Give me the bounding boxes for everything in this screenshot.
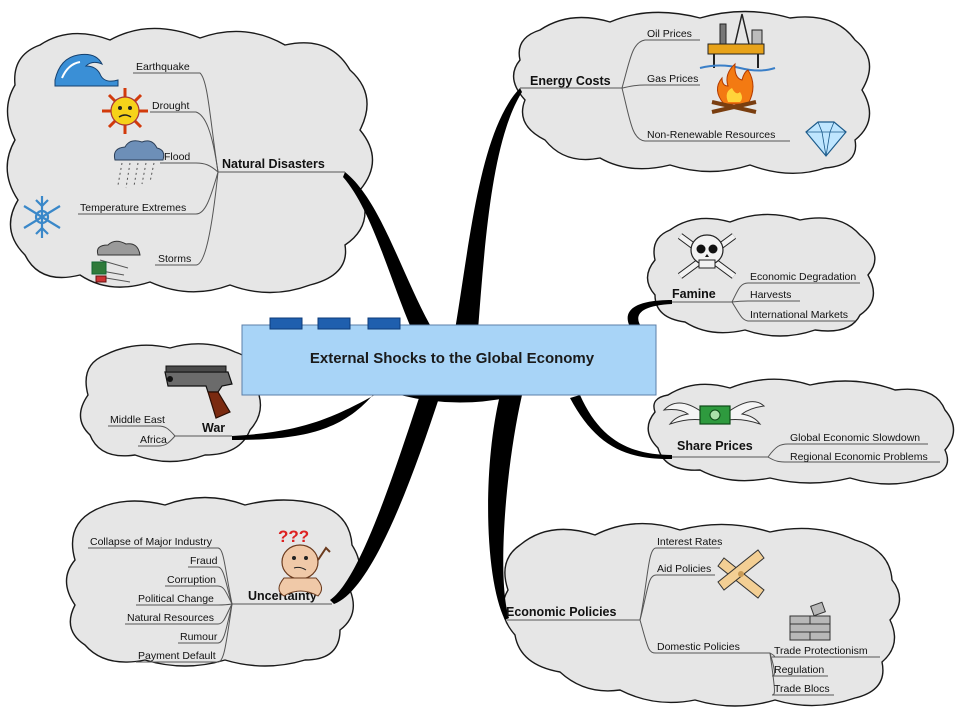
branch-label-war: War — [202, 421, 225, 435]
leaf-collapse-of-major-industry: Collapse of Major Industry — [90, 536, 213, 548]
leaf-trade-blocs: Trade Blocs — [774, 683, 830, 695]
trunk-share-prices — [570, 395, 672, 460]
branch-energy-costs[interactable]: Energy Costs Oil Prices Gas Prices Non-R… — [520, 13, 847, 157]
leaf-earthquake: Earthquake — [136, 61, 190, 73]
diamond-icon — [805, 121, 847, 157]
branch-label-natural-disasters: Natural Disasters — [222, 157, 325, 171]
trunk-natural-disasters — [343, 172, 430, 330]
central-tab-2 — [317, 317, 351, 330]
leaf-regulation: Regulation — [774, 664, 824, 676]
central-tab-1 — [269, 317, 303, 330]
central-title: External Shocks to the Global Economy — [310, 350, 595, 367]
branch-label-economic-policies: Economic Policies — [506, 605, 617, 619]
branch-war[interactable]: War Middle East Africa — [108, 365, 233, 447]
leaf-aid-policies: Aid Policies — [657, 563, 711, 575]
branch-natural-disasters[interactable]: Natural Disasters Earthquake Drought Flo… — [23, 53, 345, 283]
leaf-drought: Drought — [152, 100, 189, 112]
leaf-global-economic-slowdown: Global Economic Slowdown — [790, 432, 920, 444]
cloud-war — [79, 343, 262, 463]
branch-label-share-prices: Share Prices — [677, 439, 753, 453]
wave-icon — [54, 53, 119, 87]
leaf-harvests: Harvests — [750, 289, 791, 301]
leaf-storms: Storms — [158, 253, 191, 265]
branch-economic-policies[interactable]: Economic Policies Interest Rates Aid Pol… — [506, 536, 880, 696]
trunk-uncertainty — [330, 395, 440, 604]
cloud-natural-disasters — [6, 27, 374, 294]
leaf-political-change: Political Change — [138, 593, 214, 605]
leaf-rumour: Rumour — [180, 631, 218, 643]
branch-uncertainty[interactable]: Uncertainty Collapse of Major Industry F… — [88, 527, 332, 663]
leaf-flood: Flood — [164, 151, 190, 163]
pistol-icon — [164, 365, 233, 419]
svg-text:???: ??? — [278, 527, 309, 546]
trunk-economic-policies — [488, 395, 522, 620]
leaf-payment-default: Payment Default — [138, 650, 216, 662]
rain-cloud-icon — [114, 140, 165, 189]
cloud-energy-costs — [512, 10, 871, 175]
cloud-economic-policies — [502, 522, 901, 707]
skull-crossbones-icon — [677, 233, 737, 279]
central-topic[interactable]: External Shocks to the Global Economy — [241, 317, 657, 396]
brick-wall-icon — [789, 601, 831, 641]
leaf-non-renewable-resources: Non-Renewable Resources — [647, 129, 775, 141]
central-topic-box — [241, 324, 657, 396]
branch-label-famine: Famine — [672, 287, 716, 301]
leaf-gas-prices: Gas Prices — [647, 73, 698, 85]
branch-famine[interactable]: Famine Economic Degradation Harvests Int… — [672, 233, 860, 322]
crossed-bandages-icon — [717, 549, 765, 599]
leaf-economic-degradation: Economic Degradation — [750, 271, 856, 283]
branch-share-prices[interactable]: Share Prices Global Economic Slowdown Re… — [662, 401, 940, 463]
campfire-icon — [711, 62, 757, 114]
central-tab-3 — [367, 317, 401, 330]
sun-icon — [102, 88, 148, 134]
storm-icon — [91, 240, 141, 283]
leaf-natural-resources: Natural Resources — [127, 612, 214, 624]
leaf-temperature-extremes: Temperature Extremes — [80, 202, 186, 214]
branch-label-energy-costs: Energy Costs — [530, 74, 611, 88]
leaf-international-markets: International Markets — [750, 309, 848, 321]
trunk-war — [232, 392, 380, 440]
flying-money-icon — [662, 401, 766, 425]
trunk-energy-costs — [455, 88, 522, 330]
leaf-africa: Africa — [140, 434, 167, 446]
confused-person-icon: ??? — [278, 527, 331, 597]
oil-rig-icon — [699, 13, 776, 72]
branch-label-uncertainty: Uncertainty — [248, 589, 317, 603]
leaf-corruption: Corruption — [167, 574, 216, 586]
leaf-trade-protectionism: Trade Protectionism — [774, 645, 868, 657]
leaf-middle-east: Middle East — [110, 414, 165, 426]
leaf-regional-economic-problems: Regional Economic Problems — [790, 451, 928, 463]
leaf-oil-prices: Oil Prices — [647, 28, 692, 40]
leaf-domestic-policies: Domestic Policies — [657, 641, 740, 653]
snowflake-icon — [23, 196, 61, 238]
leaf-fraud: Fraud — [190, 555, 218, 567]
leaf-interest-rates: Interest Rates — [657, 536, 722, 548]
